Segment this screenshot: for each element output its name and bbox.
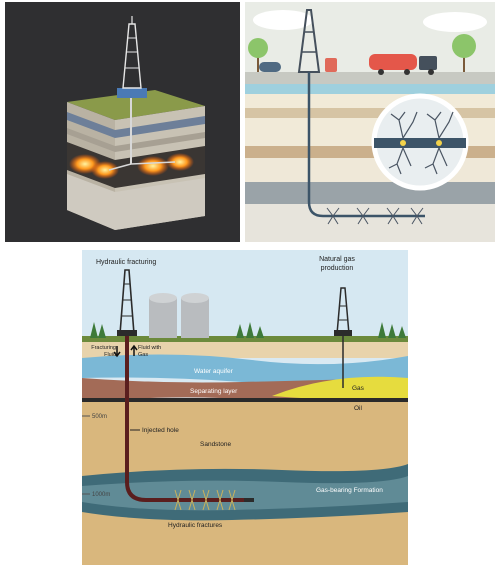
pump-unit [325,58,337,72]
tree-icon [452,34,476,58]
label-fluid-with-gas-wrap: Fluid with Gas [138,345,162,358]
hydraulic-fracture-marks [174,489,236,511]
fracture-flame [166,153,194,171]
spark [400,140,406,146]
rig-platform [117,88,147,98]
derrick-icon [297,9,321,73]
storage-silo [181,298,209,338]
label-sandstone: Sandstone [200,441,231,448]
inset-pipe [374,138,466,148]
trees [90,322,406,338]
grass [82,336,408,342]
ground-surface [67,90,205,120]
label-gas: Gas [352,385,365,392]
stratum-blue [67,112,205,138]
fracking-block-illustration [5,2,240,242]
up-arrow-icon [130,344,138,356]
label-fracturing-fluid: Fracturing Fluid [91,345,116,358]
well-bore-branch [108,163,132,171]
gas-pocket [272,376,408,400]
label-hydraulic-fracturing: Hydraulic fracturing [96,259,156,266]
oil-line [82,398,408,402]
shale-stratum [245,182,495,204]
tree-icon [248,38,268,58]
water-band [245,84,495,94]
label-oil: Oil [354,405,363,412]
stratum [245,108,495,118]
fracking-flat-illustration [245,2,495,242]
down-arrow-icon [113,346,121,358]
label-gas-bearing-formation: Gas-bearing Formation [316,487,383,494]
truck-cab [419,56,437,70]
label-natural-gas-production: Natural gas production [319,256,355,272]
horizontal-pipe [307,201,425,218]
bottom-layer [67,174,205,230]
cross-section-svg: Hydraulic fracturing Natural gas product… [82,250,408,565]
cloud [253,10,313,30]
label-injected-hole: Injected hole [142,427,179,434]
tanker-truck [369,54,417,70]
spark [436,140,442,146]
fracking-flat-svg [245,9,495,242]
fracture-flame [137,156,169,176]
label-depth-500: 500m [92,414,107,420]
label-water-aquifer: Water aquifer [194,368,234,375]
sky [82,250,408,340]
well-bore-branch [130,161,176,165]
road [245,72,495,84]
cloud [423,12,487,32]
fracking-block-svg [67,16,205,230]
topsoil [82,342,408,358]
stratum [245,204,495,242]
hydraulic-fracturing-diagram: Hydraulic fracturing Natural gas product… [82,250,408,565]
label-fracturing-fluid-wrap: Fracturing Fluid [91,345,116,358]
inset-fractures [388,111,454,175]
fracture-flame [91,161,119,179]
stratum [245,94,495,108]
label-natural-gas-wrap: Natural gas production [319,256,355,272]
storage-silo [149,298,177,338]
fractures [326,207,424,225]
stratum-grey [67,128,205,152]
label-separating-layer: Separating layer [190,388,238,395]
label-hydraulic-fractures: Hydraulic fractures [168,522,223,529]
drilling-derrick [122,23,142,89]
water-aquifer-layer [82,354,408,385]
label-depth-1000: 1000m [92,492,110,498]
label-fluid-with-gas: Fluid with Gas [138,345,162,358]
horizontal-bore [125,481,244,502]
storage-tank [259,62,281,72]
